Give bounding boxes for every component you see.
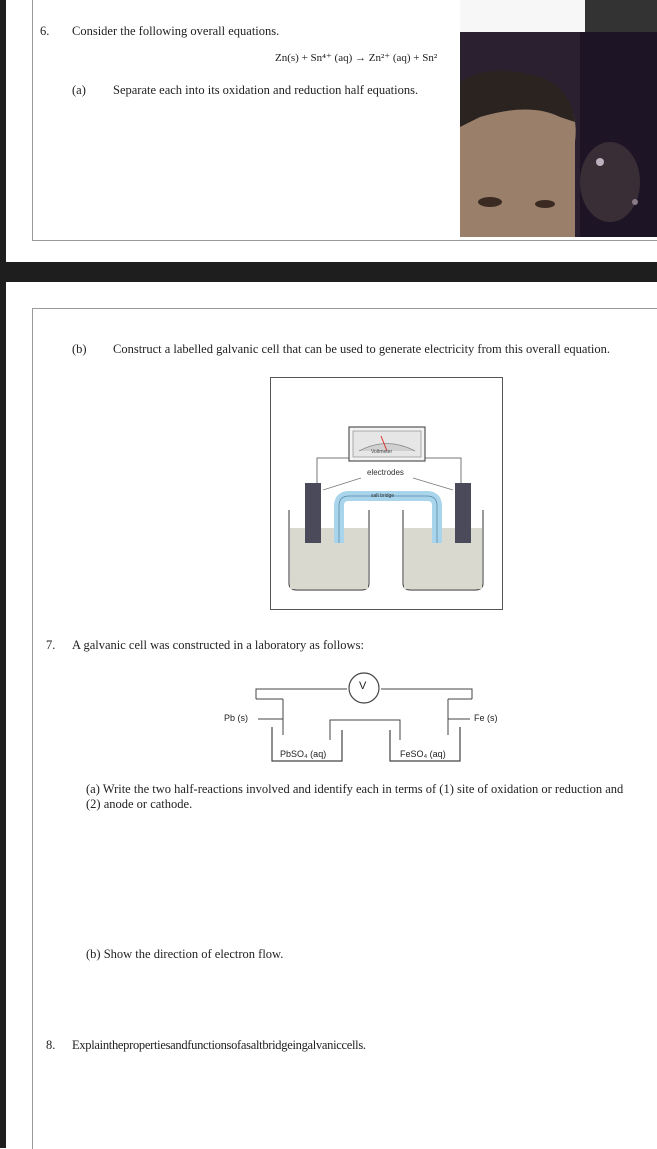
video-tile-header-dark	[585, 0, 657, 32]
q7-right-solution-label: FeSO₄ (aq)	[400, 749, 446, 759]
voltmeter-label: Voltmeter	[371, 449, 393, 455]
page-2-frame	[32, 308, 657, 1149]
q6b-text: Construct a labelled galvanic cell that …	[113, 342, 611, 356]
q6a-label: (a)	[72, 83, 86, 97]
q7-number: 7.	[46, 638, 56, 652]
q6-equation: Zn(s) + Sn⁴⁺ (aq) → Zn²⁺ (aq) + Sn²	[275, 52, 438, 64]
q7a-text: (a) Write the two half-reactions involve…	[86, 782, 624, 811]
q8-prompt: Explainthepropertiesandfunctionsofasaltb…	[72, 1038, 366, 1052]
q8-number: 8.	[46, 1038, 56, 1052]
participant-video[interactable]	[460, 32, 657, 237]
q7-right-electrode-label: Fe (s)	[474, 713, 498, 723]
q6-prompt: Consider the following overall equations…	[72, 24, 280, 38]
page-1-frame	[32, 0, 657, 241]
q6a-text: Separate each into its oxidation and red…	[113, 83, 419, 97]
left-edge-bar	[0, 0, 6, 1148]
q7-left-solution-label: PbSO₄ (aq)	[280, 749, 327, 759]
q7b-text: (b) Show the direction of electron flow.	[86, 947, 284, 961]
galvanic-cell-diagram: Voltmeter electrodes salt bridge	[270, 377, 503, 610]
page-separator	[0, 262, 657, 282]
q6-number: 6.	[40, 24, 50, 38]
q6b-label: (b)	[72, 342, 87, 356]
q7-voltmeter-label: V	[359, 680, 367, 692]
salt-bridge-label: salt bridge	[371, 493, 395, 499]
q7-prompt: A galvanic cell was constructed in a lab…	[72, 638, 364, 652]
electrodes-label: electrodes	[367, 468, 404, 477]
galvanic-cell-drawing	[288, 426, 484, 591]
q7-left-electrode-label: Pb (s)	[224, 713, 249, 723]
participant-video-frame	[460, 32, 657, 237]
